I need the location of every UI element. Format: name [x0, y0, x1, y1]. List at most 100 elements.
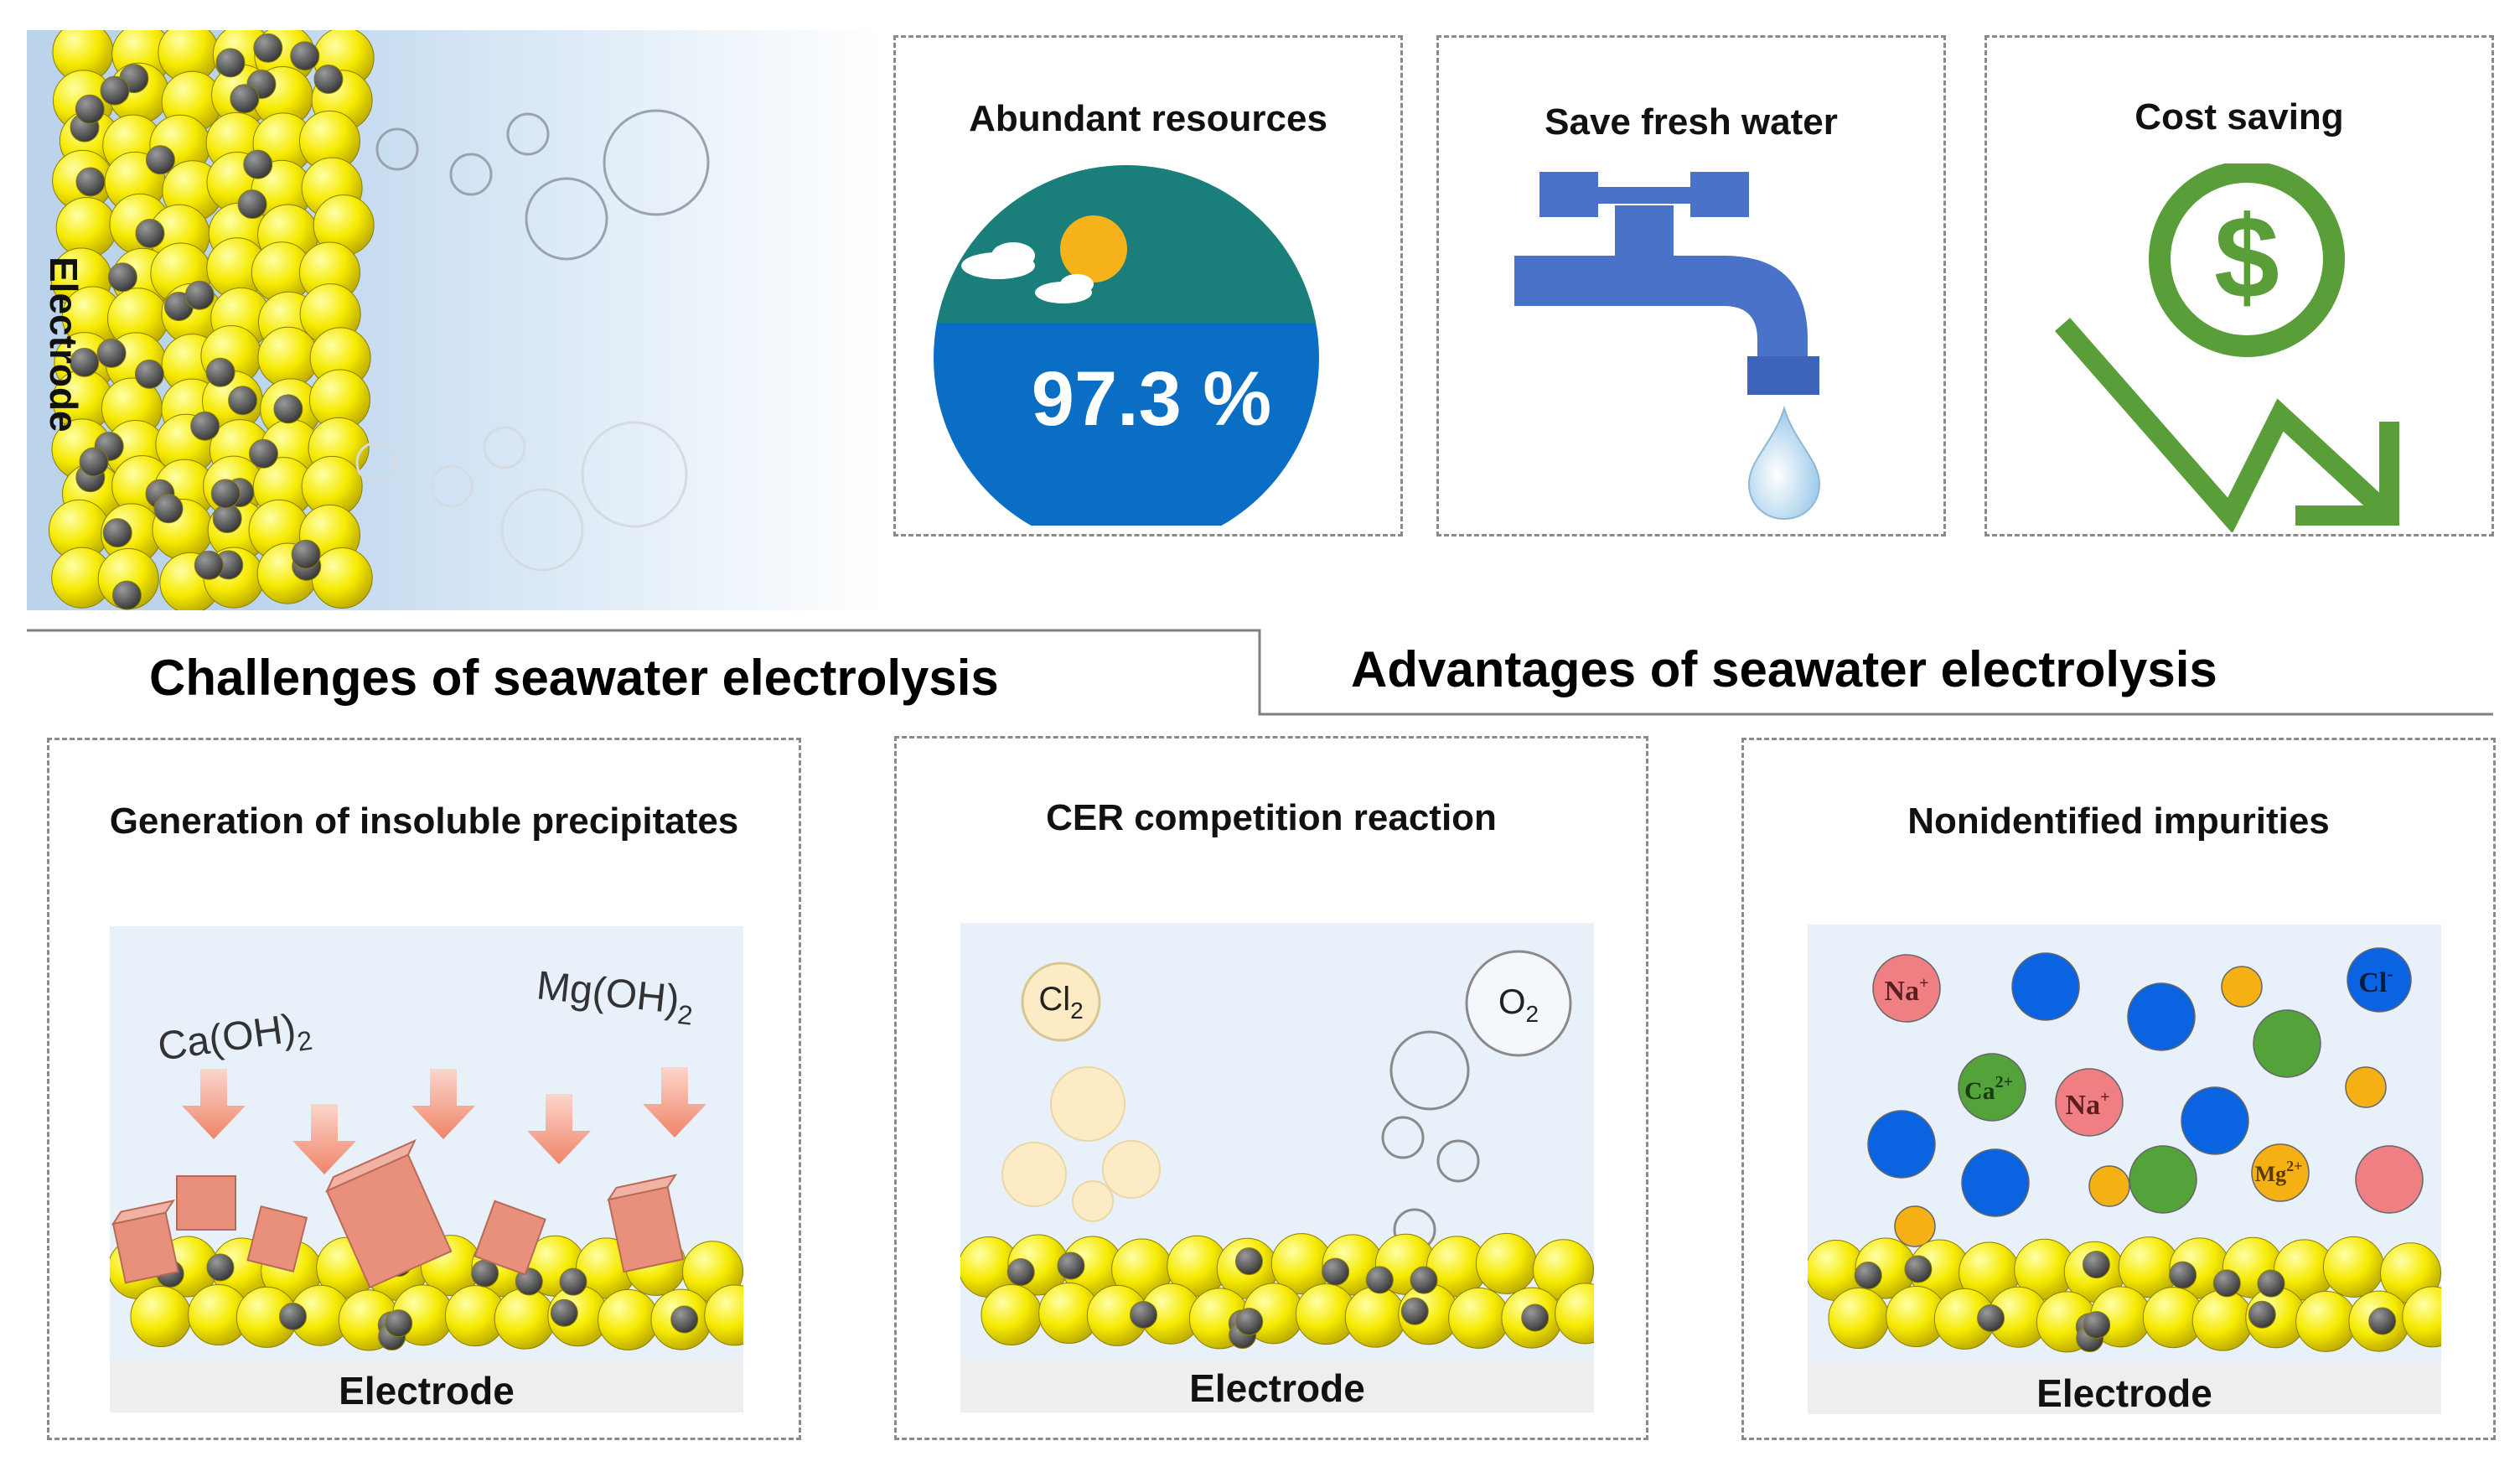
- electrode-sphere: [1344, 1286, 1406, 1348]
- percentage-value: 97.3 %: [1032, 356, 1271, 442]
- electrode-dark-sphere: [1057, 1252, 1085, 1280]
- electrode-dark-sphere: [2257, 1269, 2285, 1298]
- electrode-dark-sphere: [1130, 1300, 1158, 1329]
- electrode-dark-sphere: [206, 1253, 235, 1282]
- electrode-dark-sphere: [1006, 1257, 1035, 1286]
- electrode-dark-sphere: [237, 189, 267, 220]
- dollar-icon: $: [2214, 191, 2279, 323]
- ion-particles: Na+ Cl- Ca2+ Na+ Mg2+: [1867, 947, 2424, 1247]
- electrode-sphere: [1828, 1288, 1890, 1350]
- panel-title: Save fresh water: [1545, 101, 1838, 143]
- electrode-dark-sphere: [290, 41, 320, 71]
- electrode-dark-sphere: [1977, 1304, 2005, 1332]
- ocean-globe-icon: 97.3 %: [934, 165, 1319, 526]
- electrode-dark-sphere: [190, 411, 220, 441]
- electrode-sphere: [2295, 1290, 2357, 1352]
- electrode-dark-sphere: [273, 394, 303, 424]
- electrode-dark-sphere: [79, 447, 109, 477]
- electrode-dark-sphere: [228, 386, 258, 416]
- oxygen-label: O2: [1498, 982, 1539, 1027]
- electrode-dark-sphere: [145, 145, 175, 175]
- electrode-dark-sphere: [670, 1305, 699, 1334]
- electrode-dark-sphere: [385, 1309, 413, 1338]
- electrode-dark-sphere: [1521, 1304, 1550, 1332]
- challenge-panel-impurities: Nonidentified impurities Na+ Cl- Ca2+ Na…: [1741, 738, 2496, 1440]
- electrode-dark-sphere: [194, 550, 224, 580]
- electrode-sphere: [704, 1284, 743, 1346]
- electrode-sphere: [1555, 1283, 1594, 1345]
- electrode-dark-sphere: [1235, 1308, 1264, 1336]
- electrode-dark-sphere: [2212, 1269, 2241, 1298]
- electrode-dark-sphere: [2368, 1307, 2397, 1335]
- electrode-dark-sphere: [111, 580, 142, 610]
- electrode-sphere: [2402, 1286, 2441, 1348]
- impurities-scene: Na+ Cl- Ca2+ Na+ Mg2+: [1808, 925, 2441, 1414]
- electrode-label: Electrode: [339, 1369, 515, 1412]
- panel-title: Nonidentified impurities: [1907, 801, 2330, 842]
- electrode-dark-sphere: [230, 84, 260, 114]
- electrode-sphere: [2191, 1289, 2254, 1351]
- electrode-dark-sphere: [313, 64, 344, 94]
- electrode-dark-sphere: [100, 75, 130, 106]
- challenge-panel-precipitates: Generation of insoluble precipitates Ca(…: [47, 738, 801, 1440]
- electrode-dark-sphere: [515, 1267, 543, 1296]
- electrode-dark-sphere: [2169, 1261, 2197, 1289]
- electrode-dark-sphere: [75, 94, 105, 124]
- faucet-icon: [1514, 172, 1821, 521]
- electrode-dark-sphere: [1234, 1247, 1263, 1276]
- chloride-ion-label: Cl-: [2358, 963, 2393, 998]
- advantage-panel-resources: Abundant resources 97.3 %: [893, 35, 1403, 536]
- electrode-dark-sphere: [1322, 1257, 1350, 1286]
- electrode-sphere: [1475, 1232, 1537, 1294]
- advantages-section-title: Advantages of seawater electrolysis: [1351, 641, 2217, 697]
- chlorine-label: Cl2: [1038, 981, 1083, 1024]
- electrode-dark-sphere: [1400, 1297, 1429, 1325]
- electrode-sphere: [1448, 1287, 1510, 1349]
- electrode-sphere: [981, 1284, 1043, 1346]
- electrode-dark-sphere: [96, 338, 127, 368]
- electrode-dark-sphere: [291, 539, 321, 569]
- section-divider: [27, 629, 2493, 716]
- electrode-dark-sphere: [243, 149, 273, 179]
- sodium-ion-label-2: Na+: [2066, 1088, 2110, 1121]
- header-electrode-illustration: Electrode: [27, 21, 882, 614]
- water-drop-icon: [1747, 405, 1821, 521]
- electrode-dark-sphere: [107, 262, 137, 293]
- electrode-dark-sphere: [1904, 1255, 1933, 1283]
- electrode-dark-sphere: [75, 167, 106, 197]
- panel-title: CER competition reaction: [1046, 797, 1497, 838]
- panel-title: Abundant resources: [969, 98, 1327, 139]
- cloud-icon: [961, 242, 1094, 303]
- chlorine-bubbles: Cl2: [1001, 961, 1161, 1222]
- electrode-dark-sphere: [215, 48, 246, 78]
- electrode-label: Electrode: [1189, 1366, 1365, 1410]
- electrode-dark-sphere: [550, 1298, 578, 1327]
- electrode-dark-sphere: [248, 438, 278, 469]
- electrode-dark-sphere: [134, 359, 164, 389]
- electrode-dark-sphere: [279, 1302, 308, 1330]
- electrode-label: Electrode: [2036, 1371, 2212, 1415]
- electrode-dark-sphere: [102, 518, 132, 548]
- electrode-dark-sphere: [1854, 1261, 1882, 1289]
- gas-bubbles: [355, 109, 710, 572]
- sodium-ion-label: Na+: [1885, 974, 1929, 1007]
- calcium-ion-label: Ca2+: [1964, 1073, 2013, 1105]
- cost-down-icon: $: [2054, 163, 2399, 532]
- electrode-sphere: [494, 1288, 556, 1350]
- sun-icon: [1060, 215, 1127, 282]
- electrode-dark-sphere: [205, 357, 235, 387]
- electrode-dark-sphere: [70, 347, 100, 377]
- oxygen-bubbles: [1381, 950, 1572, 1252]
- electrode-sphere: [2322, 1236, 2384, 1298]
- cer-scene: Cl2 O2: [960, 923, 1594, 1412]
- electrode-dark-sphere: [153, 494, 184, 524]
- challenge-panel-cer: CER competition reaction Cl2 O2 Electrod…: [894, 736, 1648, 1440]
- electrode-dark-sphere: [135, 218, 165, 248]
- electrode-dark-sphere: [2083, 1311, 2111, 1340]
- electrode-dark-sphere: [2082, 1251, 2110, 1279]
- electrode-dark-sphere: [184, 280, 215, 310]
- electrode-water-scene: [27, 21, 882, 614]
- panel-title: Cost saving: [2134, 96, 2344, 137]
- panel-title: Generation of insoluble precipitates: [109, 801, 739, 842]
- electrode-dark-sphere: [559, 1267, 587, 1296]
